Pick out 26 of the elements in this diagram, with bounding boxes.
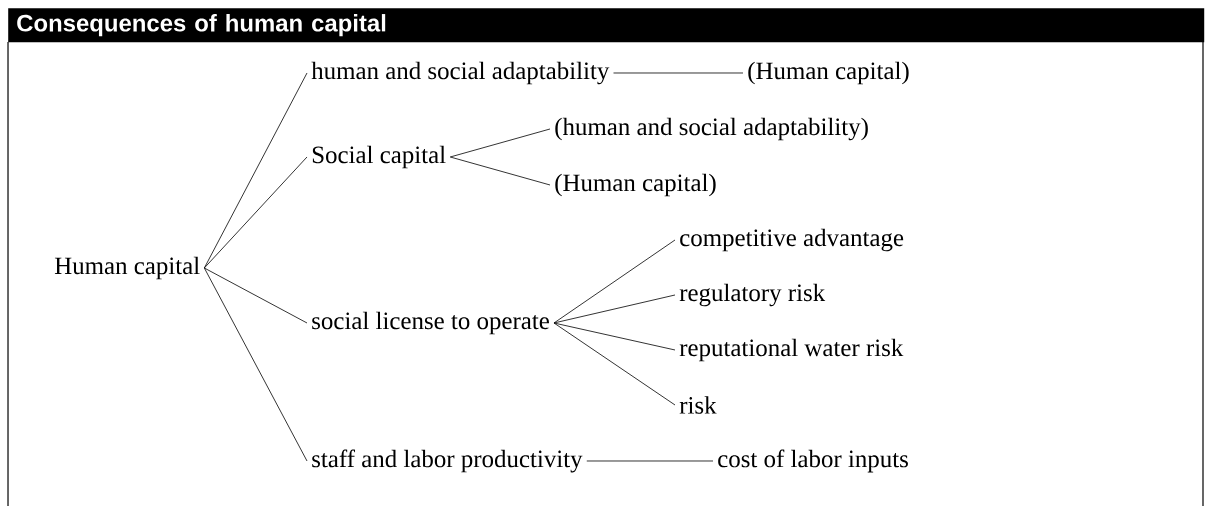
connector-line xyxy=(203,267,308,324)
connector-line xyxy=(203,72,308,269)
tree-label: staff and labor productivity xyxy=(312,449,583,473)
connector-line xyxy=(553,322,676,351)
connector-line xyxy=(449,156,551,186)
connector-line xyxy=(203,156,308,269)
title-bar: Consequences of human capital xyxy=(8,8,1205,43)
tree-label: risk xyxy=(679,396,717,414)
tree-label: Human capital xyxy=(54,256,200,280)
tree-label: reputational water risk xyxy=(679,338,904,362)
connector-line xyxy=(553,294,676,324)
connector-line xyxy=(586,460,714,462)
connector-line xyxy=(449,128,551,158)
tree-label: (human and social adaptability) xyxy=(555,117,868,141)
tree-label: regulatory risk xyxy=(679,283,826,307)
tree-label: social license to operate xyxy=(312,311,549,335)
tree-label: Social capital xyxy=(312,145,446,169)
connector-line xyxy=(613,72,744,74)
connector-line xyxy=(553,239,676,324)
tree-label: (Human capital) xyxy=(555,173,716,197)
tree-label: (Human capital) xyxy=(748,61,909,85)
connector-line xyxy=(553,322,676,406)
tree-label: human and social adaptability xyxy=(311,61,610,85)
connector-line xyxy=(203,267,308,462)
tree-label: cost of labor inputs xyxy=(718,449,908,473)
tree-label: competitive advantage xyxy=(680,228,904,252)
